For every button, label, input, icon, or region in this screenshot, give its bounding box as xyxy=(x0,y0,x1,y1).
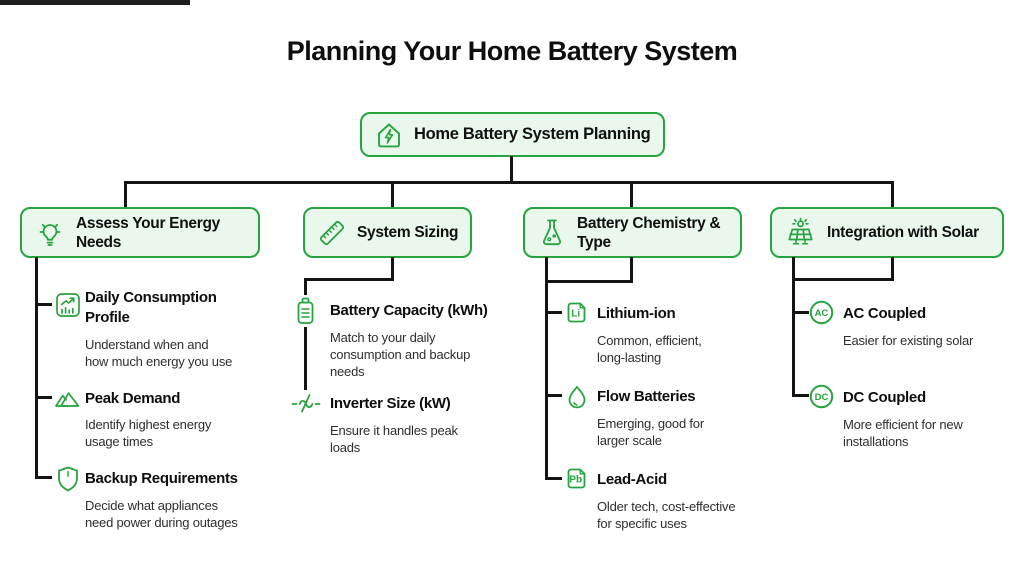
solar-panel-icon xyxy=(784,217,817,248)
flask-icon xyxy=(537,217,567,248)
droplet-icon xyxy=(564,383,590,411)
branch2-elbow xyxy=(304,278,394,281)
branch4-bracket-bottom xyxy=(792,278,894,281)
branch4-tick-1 xyxy=(792,311,809,314)
top-left-strip xyxy=(0,0,190,5)
item-desc: Ensure it handles peak loads xyxy=(330,423,458,455)
pb-badge-icon: Pb xyxy=(563,465,590,492)
house-energy-icon xyxy=(374,120,404,150)
shield-icon xyxy=(55,464,81,494)
branch-node-battery-chemistry: Battery Chemistry & Type xyxy=(523,207,742,258)
item-desc: Common, efficient, long-lasting xyxy=(597,333,702,365)
ruler-icon xyxy=(317,218,347,248)
connector-drop-3 xyxy=(630,181,633,207)
item-desc: Easier for existing solar xyxy=(843,333,974,348)
item-desc: Understand when and how much energy you … xyxy=(85,337,233,369)
li-badge-text: Li xyxy=(571,309,580,320)
branch4-tick-2 xyxy=(792,394,809,397)
item-title: Battery Capacity (kWh) xyxy=(330,302,488,319)
ac-badge-text: AC xyxy=(815,308,829,319)
branch-label: Battery Chemistry & Type xyxy=(577,214,721,251)
branch-label: System Sizing xyxy=(357,224,459,241)
branch3-tick-1 xyxy=(545,311,562,314)
branch1-tick-2 xyxy=(35,396,52,399)
branch-label: Assess Your Energy Needs xyxy=(76,214,220,251)
branch4-bracket-right xyxy=(891,257,894,281)
chart-icon xyxy=(54,291,82,319)
dc-badge-icon: DC xyxy=(808,383,835,410)
branch1-spine xyxy=(35,257,38,479)
branch3-bracket-left xyxy=(545,257,548,283)
item-title: Inverter Size (kW) xyxy=(330,395,451,412)
item-title: Daily Consumption Profile xyxy=(85,289,217,326)
branch-label: Integration with Solar xyxy=(827,224,979,241)
item-title: Peak Demand xyxy=(85,390,181,407)
connector-main-horizontal xyxy=(124,181,894,184)
mountain-icon xyxy=(53,385,82,410)
branch1-tick-1 xyxy=(35,303,52,306)
branch4-spine xyxy=(792,278,795,397)
item-title: DC Coupled xyxy=(843,389,926,406)
item-desc: Match to your daily consumption and back… xyxy=(330,330,471,379)
connector-drop-1 xyxy=(124,181,127,207)
battery-icon xyxy=(293,295,318,327)
branch3-tick-2 xyxy=(545,394,562,397)
branch-node-assess-energy: Assess Your Energy Needs xyxy=(20,207,260,258)
page-title: Planning Your Home Battery System xyxy=(286,36,738,66)
branch3-bracket-bottom xyxy=(545,280,633,283)
item-title: Lead-Acid xyxy=(597,471,667,488)
branch-node-solar-integration: Integration with Solar xyxy=(770,207,1004,258)
connector-drop-2 xyxy=(391,181,394,207)
item-title: Backup Requirements xyxy=(85,470,238,487)
item-desc: More efficient for new installations xyxy=(843,417,963,449)
pb-badge-text: Pb xyxy=(569,475,582,486)
branch4-bracket-left xyxy=(792,257,795,281)
item-title: Flow Batteries xyxy=(597,388,696,405)
connector-root-drop xyxy=(510,156,513,183)
ac-badge-icon: AC xyxy=(808,299,835,326)
item-title: AC Coupled xyxy=(843,305,926,322)
inverter-wave-icon xyxy=(290,390,322,416)
root-node-label: Home Battery System Planning xyxy=(414,125,651,143)
branch3-bracket-right xyxy=(630,257,633,283)
dc-badge-text: DC xyxy=(815,392,829,403)
branch2-drop xyxy=(391,257,394,281)
item-desc: Decide what appliances need power during… xyxy=(85,498,238,530)
root-node: Home Battery System Planning xyxy=(360,112,665,157)
branch-node-system-sizing: System Sizing xyxy=(303,207,472,258)
item-title: Lithium-ion xyxy=(597,305,676,322)
li-badge-icon: Li xyxy=(563,299,590,326)
branch3-tick-3 xyxy=(545,477,562,480)
branch1-tick-3 xyxy=(35,476,52,479)
branch3-spine xyxy=(545,280,548,480)
item-desc: Identify highest energy usage times xyxy=(85,417,212,449)
connector-drop-4 xyxy=(891,181,894,207)
item-desc: Emerging, good for larger scale xyxy=(597,416,704,448)
lightbulb-icon xyxy=(34,217,66,249)
branch2-spine xyxy=(304,278,307,406)
item-desc: Older tech, cost-effective for specific … xyxy=(597,499,736,531)
